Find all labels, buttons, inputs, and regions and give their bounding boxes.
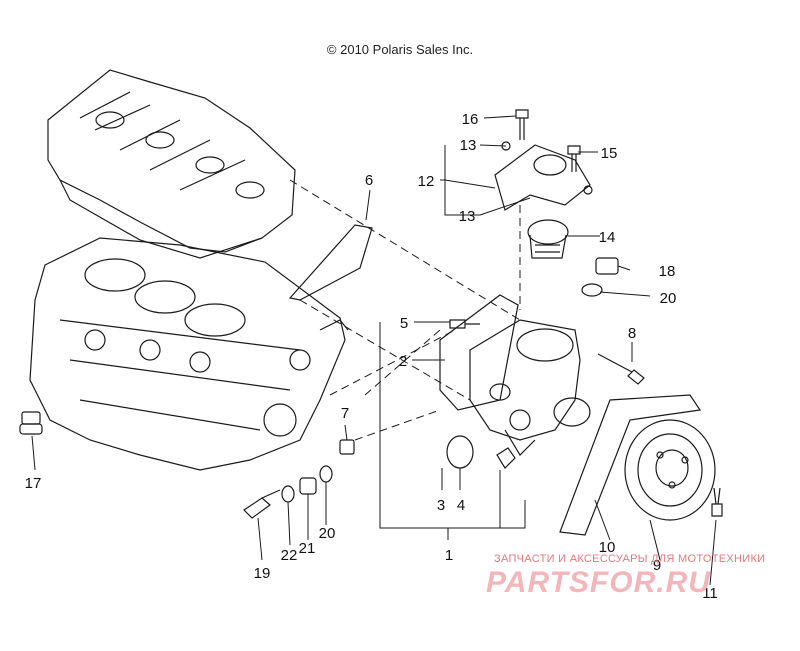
callout-7: 7	[341, 405, 349, 422]
watermark-logo: PARTSFOR.RU	[486, 566, 711, 599]
drive-belt	[559, 394, 702, 536]
callout-13-bottom: 13	[459, 208, 476, 225]
callout-10: 10	[599, 539, 616, 556]
callout-21: 21	[299, 540, 316, 557]
seal-ring	[496, 447, 516, 469]
callout-19: 19	[254, 565, 271, 582]
callout-17: 17	[25, 475, 42, 492]
temp-sensor-7	[339, 439, 355, 455]
engine-block	[29, 237, 349, 471]
callout-2: 2	[399, 353, 407, 370]
pulley	[624, 419, 716, 521]
callout-5: 5	[400, 315, 408, 332]
callout-15: 15	[601, 145, 618, 162]
washer-20-top	[581, 283, 603, 297]
pump-gasket	[439, 294, 519, 411]
drain-plug	[19, 411, 43, 435]
callout-13-top: 13	[460, 137, 477, 154]
callout-14: 14	[599, 229, 616, 246]
thermostat-housing	[494, 144, 591, 211]
callout-12: 12	[418, 173, 435, 190]
callout-20-top: 20	[660, 290, 677, 307]
adapter-21	[299, 477, 317, 495]
watermark-subtitle: ЗАПЧАСТИ И АКСЕССУАРЫ ДЛЯ МОТОТЕХНИКИ	[494, 553, 766, 565]
callout-20-bottom: 20	[319, 525, 336, 542]
callout-9: 9	[653, 557, 661, 574]
water-pump	[469, 319, 591, 456]
bolts	[449, 109, 723, 517]
copyright-text: © 2010 Polaris Sales Inc.	[326, 42, 474, 57]
callout-18: 18	[659, 263, 676, 280]
callout-16: 16	[462, 111, 479, 128]
cylinder-head	[47, 69, 296, 259]
callout-4: 4	[457, 497, 465, 514]
thermostat	[527, 219, 569, 259]
washer-20-bottom	[319, 465, 333, 483]
callout-11: 11	[702, 585, 718, 602]
callout-8: 8	[628, 325, 636, 342]
o-ring	[446, 435, 474, 469]
gasket-6	[288, 224, 373, 301]
washer-22	[281, 485, 295, 503]
callout-3: 3	[437, 497, 445, 514]
callout-6: 6	[365, 172, 373, 189]
callout-1: 1	[445, 547, 453, 564]
callout-22: 22	[281, 547, 298, 564]
plug-18	[595, 257, 619, 275]
sensor-19	[243, 489, 281, 519]
